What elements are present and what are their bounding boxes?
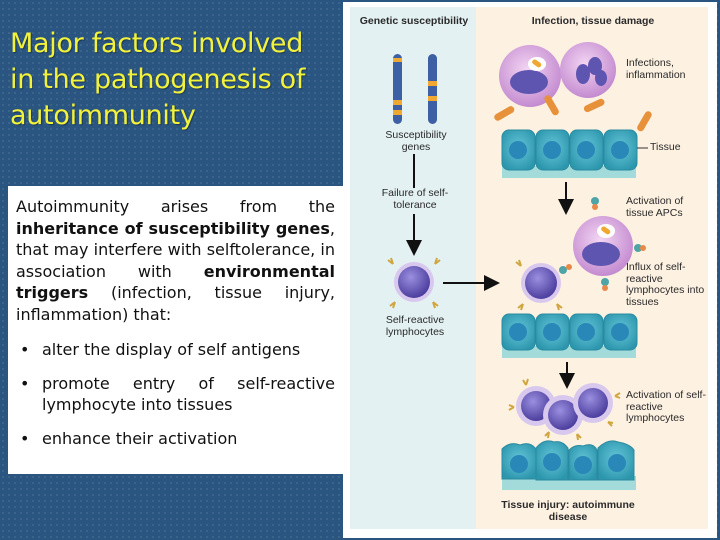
intro-text-3: (infection, tissue injury, inflammation)… [16, 283, 335, 324]
label-infection-tissue-damage: Infection, tissue damage [531, 15, 655, 27]
intro-emphasis-triggers: environmental triggers [16, 261, 335, 303]
label-susceptibility-genes: Susceptibility genes [385, 129, 447, 153]
activated-apc-icon [573, 197, 646, 291]
neutrophil-icon [560, 42, 616, 98]
bullet-item: promote entry of self-reactive lymphocyt… [16, 373, 335, 416]
label-activation-lymphocytes: Activation of self-reactive lymphocytes [626, 389, 706, 424]
label-activation-apcs: Activation of tissue APCs [626, 195, 684, 219]
label-influx: Influx of self-reactive lymphocytes into… [626, 261, 705, 308]
label-tissue: Tissue [650, 141, 681, 153]
label-failure-self-tolerance: Failure of self-tolerance [381, 187, 449, 211]
label-tissue-injury: Tissue injury: autoimmune disease [501, 499, 635, 523]
tissue-row-icon [501, 313, 638, 358]
intro-text-2: , that may interfere with selftolerance,… [16, 218, 335, 281]
tissue-row-icon [501, 129, 648, 178]
label-self-reactive-lymphocytes: Self-reactive lymphocytes [385, 314, 445, 338]
apc-cell-icon [499, 45, 561, 107]
lymphocyte-icon [515, 259, 572, 311]
body-text-box: Autoimmunity arises from the inheritance… [8, 186, 343, 474]
lymphocyte-icon [387, 257, 441, 309]
activated-lymphocytes-icon [508, 378, 621, 441]
label-infections-inflammation: Infections, inflammation [626, 57, 686, 81]
bacteria-icon [494, 95, 652, 132]
bullet-item: enhance their activation [16, 428, 335, 450]
slide-title: Major factors involved in the pathogenes… [10, 28, 306, 131]
bullet-item: alter the display of self antigens [16, 339, 335, 361]
pathogenesis-figure: Genetic susceptibility Infection, tissue… [343, 2, 717, 538]
diagram-graphics [387, 42, 652, 490]
chromosome-icon [393, 54, 437, 124]
intro-emphasis-genes: inheritance of susceptibility genes [16, 218, 330, 238]
label-genetic-susceptibility: Genetic susceptibility [359, 15, 469, 27]
damaged-tissue-icon [501, 440, 636, 490]
intro-paragraph: Autoimmunity arises from the inheritance… [16, 196, 335, 325]
intro-text-1: Autoimmunity arises from the [16, 197, 335, 216]
bullet-list: alter the display of self antigens promo… [16, 339, 335, 449]
